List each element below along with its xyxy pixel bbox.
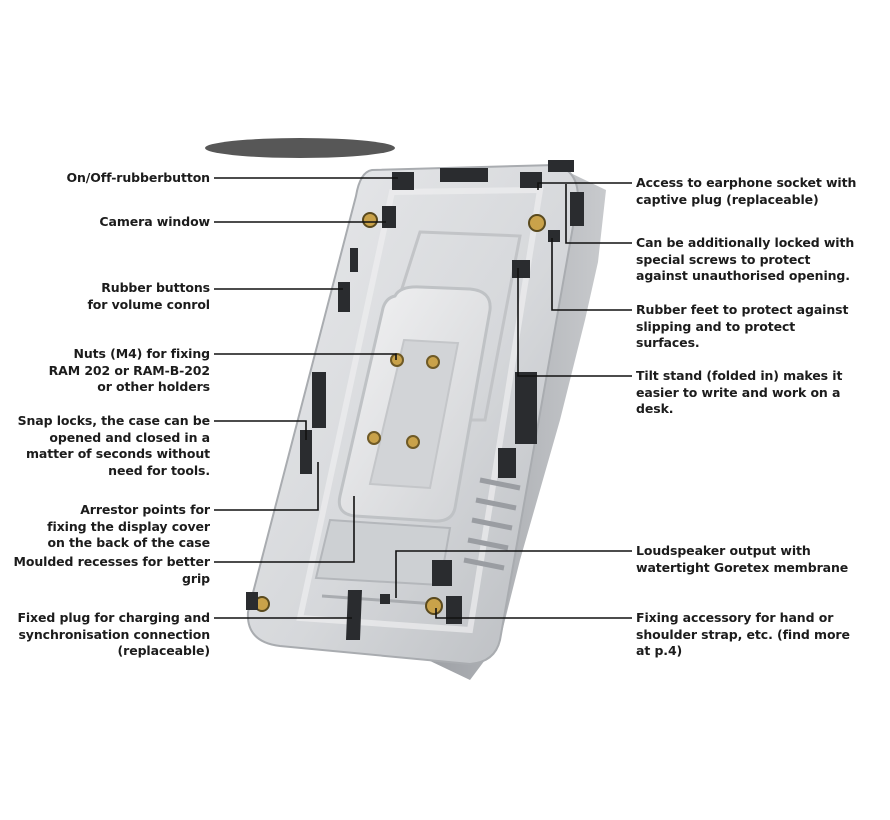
leader-screws bbox=[565, 184, 632, 244]
leader-nuts bbox=[214, 353, 397, 360]
snap-lock-upper bbox=[312, 372, 326, 428]
callout-special-screws: Can be additionally locked with special … bbox=[636, 235, 855, 283]
grip-recess bbox=[314, 518, 452, 587]
camera-window bbox=[382, 206, 396, 228]
callout-moulded-recesses: Moulded recesses for better grip bbox=[13, 554, 211, 586]
tilt-stand bbox=[515, 372, 537, 444]
snap-lock-lower bbox=[300, 430, 312, 474]
frame-ridge bbox=[296, 186, 544, 634]
callout-fixing-accessory: Fixing accessory for hand or shoulder st… bbox=[636, 610, 850, 658]
leader-feet bbox=[551, 238, 632, 311]
leader-tilt bbox=[517, 268, 632, 377]
callout-on-off-rubberbutton: On/Off-rubberbutton bbox=[66, 170, 210, 185]
volume-buttons bbox=[338, 282, 350, 312]
strap-fixing bbox=[425, 597, 443, 615]
shadow-smudge bbox=[205, 138, 395, 158]
leader-loudspeaker bbox=[395, 550, 632, 598]
charging-plug bbox=[346, 590, 362, 640]
on-off-button bbox=[392, 172, 414, 190]
callout-nuts-m4: Nuts (M4) for fixing RAM 202 or RAM-B-20… bbox=[48, 346, 210, 394]
nut-bottom-left bbox=[367, 431, 381, 445]
leader-earphone bbox=[537, 182, 632, 190]
callout-rubber-buttons-volume: Rubber buttons for volume conrol bbox=[87, 280, 210, 312]
callout-camera-window: Camera window bbox=[99, 214, 210, 229]
callout-earphone-socket: Access to earphone socket with captive p… bbox=[636, 175, 857, 207]
leader-snap bbox=[214, 420, 307, 440]
callout-rubber-feet: Rubber feet to protect against slipping … bbox=[636, 302, 849, 350]
leader-fixing bbox=[435, 608, 632, 619]
callout-arrestor-points: Arrestor points for fixing the display c… bbox=[47, 502, 210, 550]
leader-arrestor bbox=[214, 462, 319, 511]
leader-moulded bbox=[214, 496, 355, 563]
nut-top-right bbox=[426, 355, 440, 369]
callout-fixed-plug: Fixed plug for charging and synchronisat… bbox=[17, 610, 210, 658]
nut-top-left bbox=[390, 353, 404, 367]
nut-bottom-right bbox=[406, 435, 420, 449]
screw-top-right bbox=[528, 214, 546, 232]
callout-tilt-stand: Tilt stand (folded in) makes it easier t… bbox=[636, 368, 843, 416]
callout-loudspeaker-output: Loudspeaker output with watertight Goret… bbox=[636, 543, 849, 575]
callout-snap-locks: Snap locks, the case can be opened and c… bbox=[17, 413, 211, 478]
